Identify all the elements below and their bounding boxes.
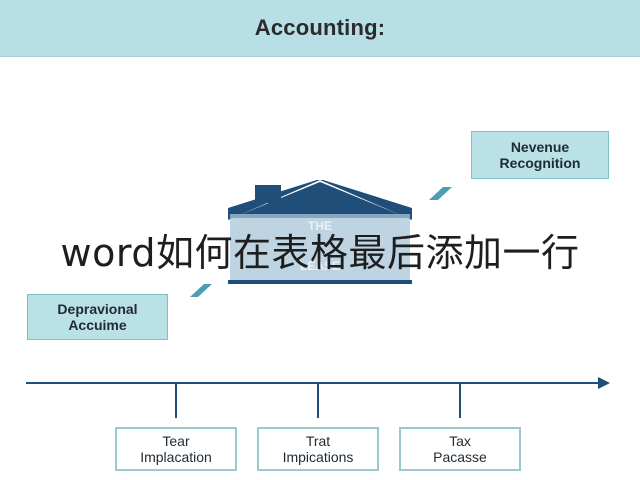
bottom-box-tear: Tear Implacation — [115, 427, 237, 471]
bottom-box-3-line2: Pacasse — [433, 449, 487, 465]
revenue-recognition-box: Nevenue Recognition — [471, 131, 609, 179]
depreciation-box-line1: Depravional — [57, 300, 138, 317]
overlay-caption: word如何在表格最后添加一行 — [60, 231, 580, 275]
bottom-box-2-line2: Impications — [282, 449, 354, 465]
bottom-box-1-line1: Tear — [162, 432, 190, 449]
revenue-box-line1: Nevenue — [510, 138, 570, 155]
connector-arrow-right — [429, 187, 452, 200]
depreciation-box: Depravional Accuime — [27, 294, 168, 340]
bottom-box-2-line1: Trat — [305, 432, 331, 449]
page-title: Accounting: — [254, 15, 386, 40]
header-bar: Accounting: — [0, 0, 640, 57]
depreciation-box-line2: Accuime — [68, 317, 127, 333]
bottom-box-tax: Tax Pacasse — [399, 427, 521, 471]
connector-arrow-left — [190, 284, 212, 297]
house-icon: THE LEASE — [228, 179, 412, 284]
timeline-arrowhead — [598, 377, 610, 389]
revenue-box-line2: Recognition — [499, 155, 581, 171]
bottom-box-trat: Trat Impications — [257, 427, 379, 471]
house-label-line1: THE — [308, 219, 332, 233]
house-label-line2: LEASE — [299, 259, 340, 273]
bottom-box-1-line2: Implacation — [140, 449, 212, 465]
bottom-box-3-line1: Tax — [449, 432, 471, 449]
